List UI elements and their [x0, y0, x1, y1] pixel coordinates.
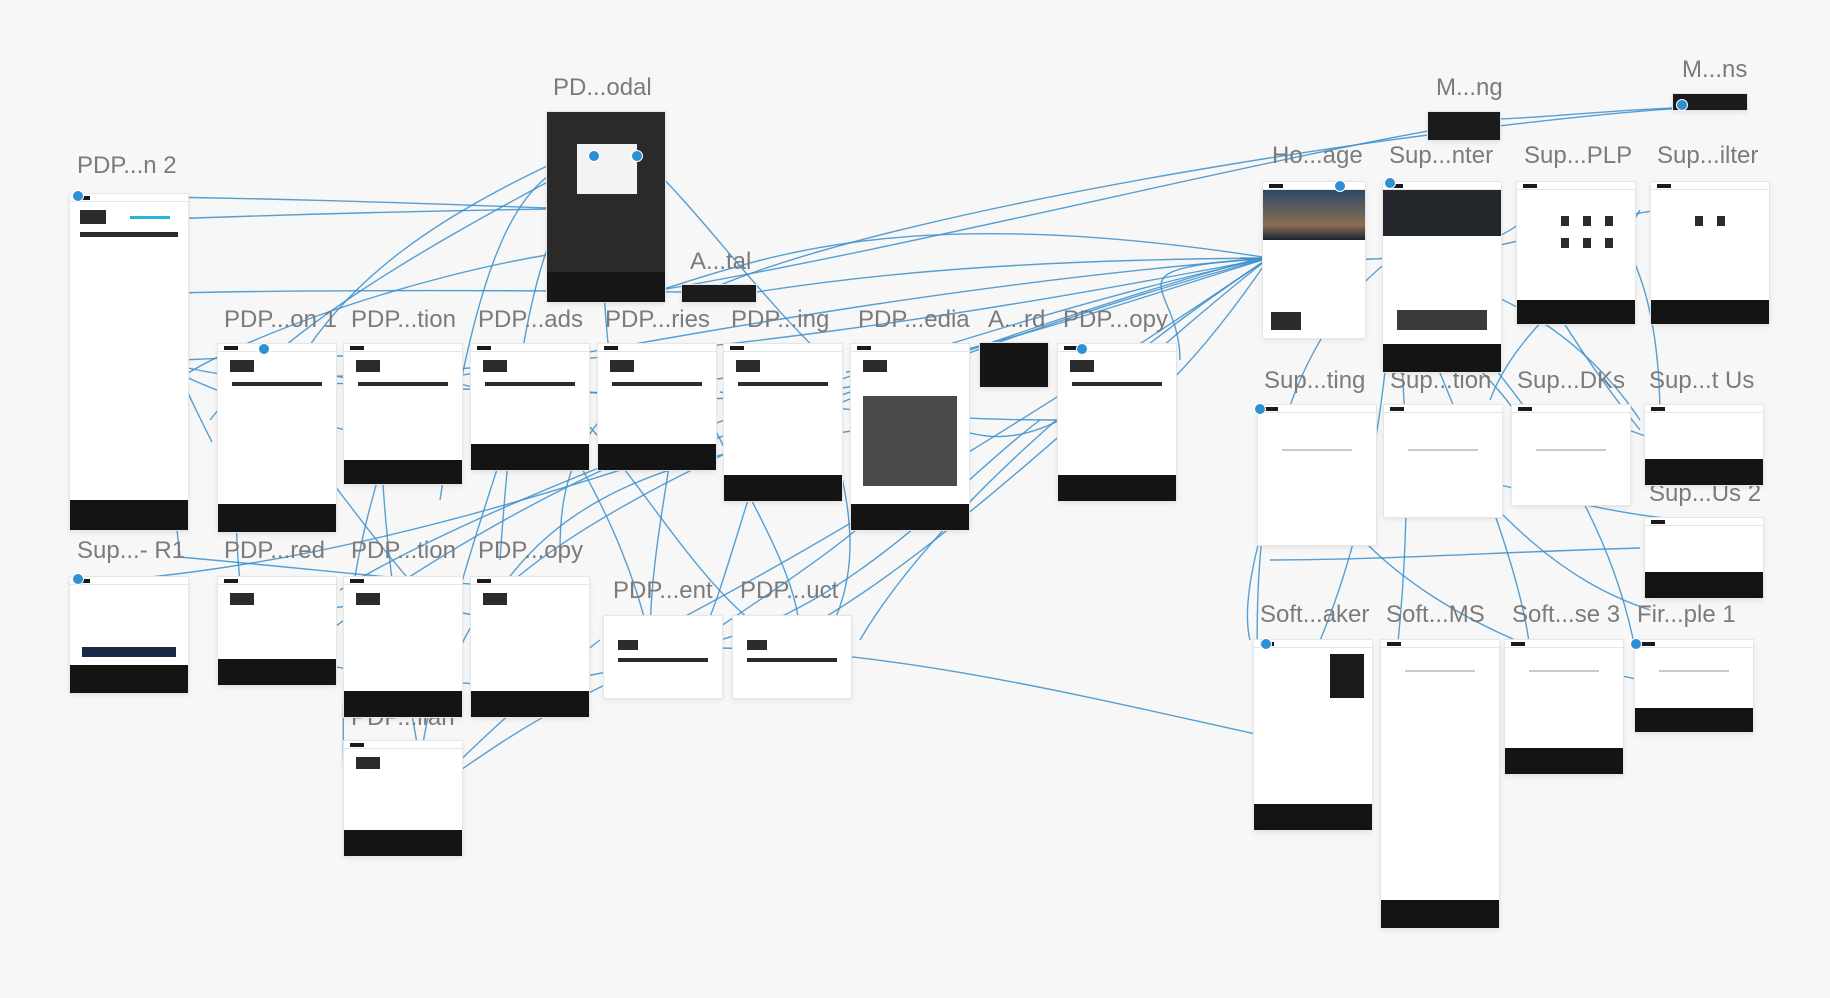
- artboard-sup-nter[interactable]: [1383, 182, 1501, 372]
- artboard-pdp-edia[interactable]: [851, 344, 969, 530]
- frame-title: PDP...ries: [605, 308, 710, 332]
- frame-title: Ho...age: [1272, 144, 1363, 168]
- hotspot-dot[interactable]: [72, 573, 84, 585]
- artboard-sup-plp[interactable]: [1517, 182, 1635, 324]
- frame-title: A...rd: [988, 308, 1045, 332]
- flow-connector: [756, 258, 1269, 292]
- frame-title: PDP...tion: [351, 308, 456, 332]
- hotspot-dot[interactable]: [1630, 638, 1642, 650]
- flow-connector: [140, 209, 547, 220]
- artboard-pdp-tion-a[interactable]: [344, 344, 462, 484]
- frame-title: Soft...MS: [1386, 603, 1485, 627]
- artboard-sup-us2[interactable]: [1645, 518, 1763, 598]
- artboard-pdp-ent[interactable]: [604, 616, 722, 698]
- hotspot-dot[interactable]: [258, 343, 270, 355]
- artboard-pdp-tion-b[interactable]: [344, 577, 462, 717]
- hotspot-dot[interactable]: [1076, 343, 1088, 355]
- hotspot-dot[interactable]: [1676, 99, 1688, 111]
- artboard-sup-r1[interactable]: [70, 577, 188, 693]
- hotspot-dot[interactable]: [1260, 638, 1272, 650]
- artboard-sup-dks[interactable]: [1512, 405, 1630, 505]
- frame-title: PDP...n 2: [77, 154, 177, 178]
- frame-title: PDP...opy: [1063, 308, 1168, 332]
- artboard-pdp-lian[interactable]: [344, 741, 462, 856]
- flow-connector: [1270, 548, 1640, 560]
- artboard-m-ng[interactable]: [1428, 112, 1500, 140]
- artboard-pdp-on1[interactable]: [218, 344, 336, 532]
- frame-title: PDP...ing: [731, 308, 829, 332]
- frame-title: M...ns: [1682, 58, 1747, 82]
- artboard-soft-aker[interactable]: [1254, 640, 1372, 830]
- artboard-sup-tion[interactable]: [1384, 405, 1502, 517]
- hotspot-dot[interactable]: [1334, 180, 1346, 192]
- frame-title: PDP...uct: [740, 579, 838, 603]
- artboard-sup-ting[interactable]: [1258, 405, 1376, 545]
- frame-title: PDP...ads: [478, 308, 583, 332]
- frame-title: A...tal: [690, 250, 751, 274]
- hotspot-dot[interactable]: [1254, 403, 1266, 415]
- frame-title: Fir...ple 1: [1637, 603, 1736, 627]
- artboard-a-rd[interactable]: [980, 343, 1048, 387]
- hotspot-dot[interactable]: [631, 150, 643, 162]
- frame-title: Soft...se 3: [1512, 603, 1620, 627]
- frame-title: Sup...Us 2: [1649, 482, 1761, 506]
- artboard-sup-t-us[interactable]: [1645, 405, 1763, 485]
- artboard-pdp-uct[interactable]: [733, 616, 851, 698]
- artboard-soft-se3[interactable]: [1505, 640, 1623, 774]
- artboard-pdp-opy-a[interactable]: [1058, 344, 1176, 501]
- frame-title: Sup...DKs: [1517, 369, 1625, 393]
- hotspot-dot[interactable]: [588, 150, 600, 162]
- artboard-sup-ilter[interactable]: [1651, 182, 1769, 324]
- artboard-soft-ms[interactable]: [1381, 640, 1499, 928]
- artboard-a-tal[interactable]: [682, 285, 756, 302]
- frame-title: Sup...ilter: [1657, 144, 1758, 168]
- frame-title: PDP...edia: [858, 308, 970, 332]
- frame-title: PDP...on 1: [224, 308, 337, 332]
- frame-title: Sup...- R1: [77, 539, 185, 563]
- frame-title: PDP...ent: [613, 579, 713, 603]
- artboard-pdp-opy-b[interactable]: [471, 577, 589, 717]
- frame-title: PDP...tion: [351, 539, 456, 563]
- frame-title: M...ng: [1436, 76, 1503, 100]
- artboard-fir-ple1[interactable]: [1635, 640, 1753, 732]
- hotspot-dot[interactable]: [1384, 177, 1396, 189]
- frame-title: Sup...tion: [1390, 369, 1491, 393]
- artboard-pdp-n2[interactable]: [70, 194, 188, 530]
- frame-title: Sup...nter: [1389, 144, 1493, 168]
- artboard-pdp-ries[interactable]: [598, 344, 716, 470]
- frame-title: Sup...PLP: [1524, 144, 1632, 168]
- frame-title: Sup...t Us: [1649, 369, 1754, 393]
- frame-title: Sup...ting: [1264, 369, 1365, 393]
- artboard-pdp-red[interactable]: [218, 577, 336, 685]
- frame-title: PDP...opy: [478, 539, 583, 563]
- artboard-pdp-modal[interactable]: [547, 112, 665, 302]
- artboard-pdp-ads[interactable]: [471, 344, 589, 470]
- artboard-home-page[interactable]: [1263, 182, 1365, 338]
- hotspot-dot[interactable]: [72, 190, 84, 202]
- artboard-pdp-ing[interactable]: [724, 344, 842, 501]
- frame-title: Soft...aker: [1260, 603, 1369, 627]
- frame-title: PD...odal: [553, 76, 652, 100]
- frame-title: PDP...red: [224, 539, 325, 563]
